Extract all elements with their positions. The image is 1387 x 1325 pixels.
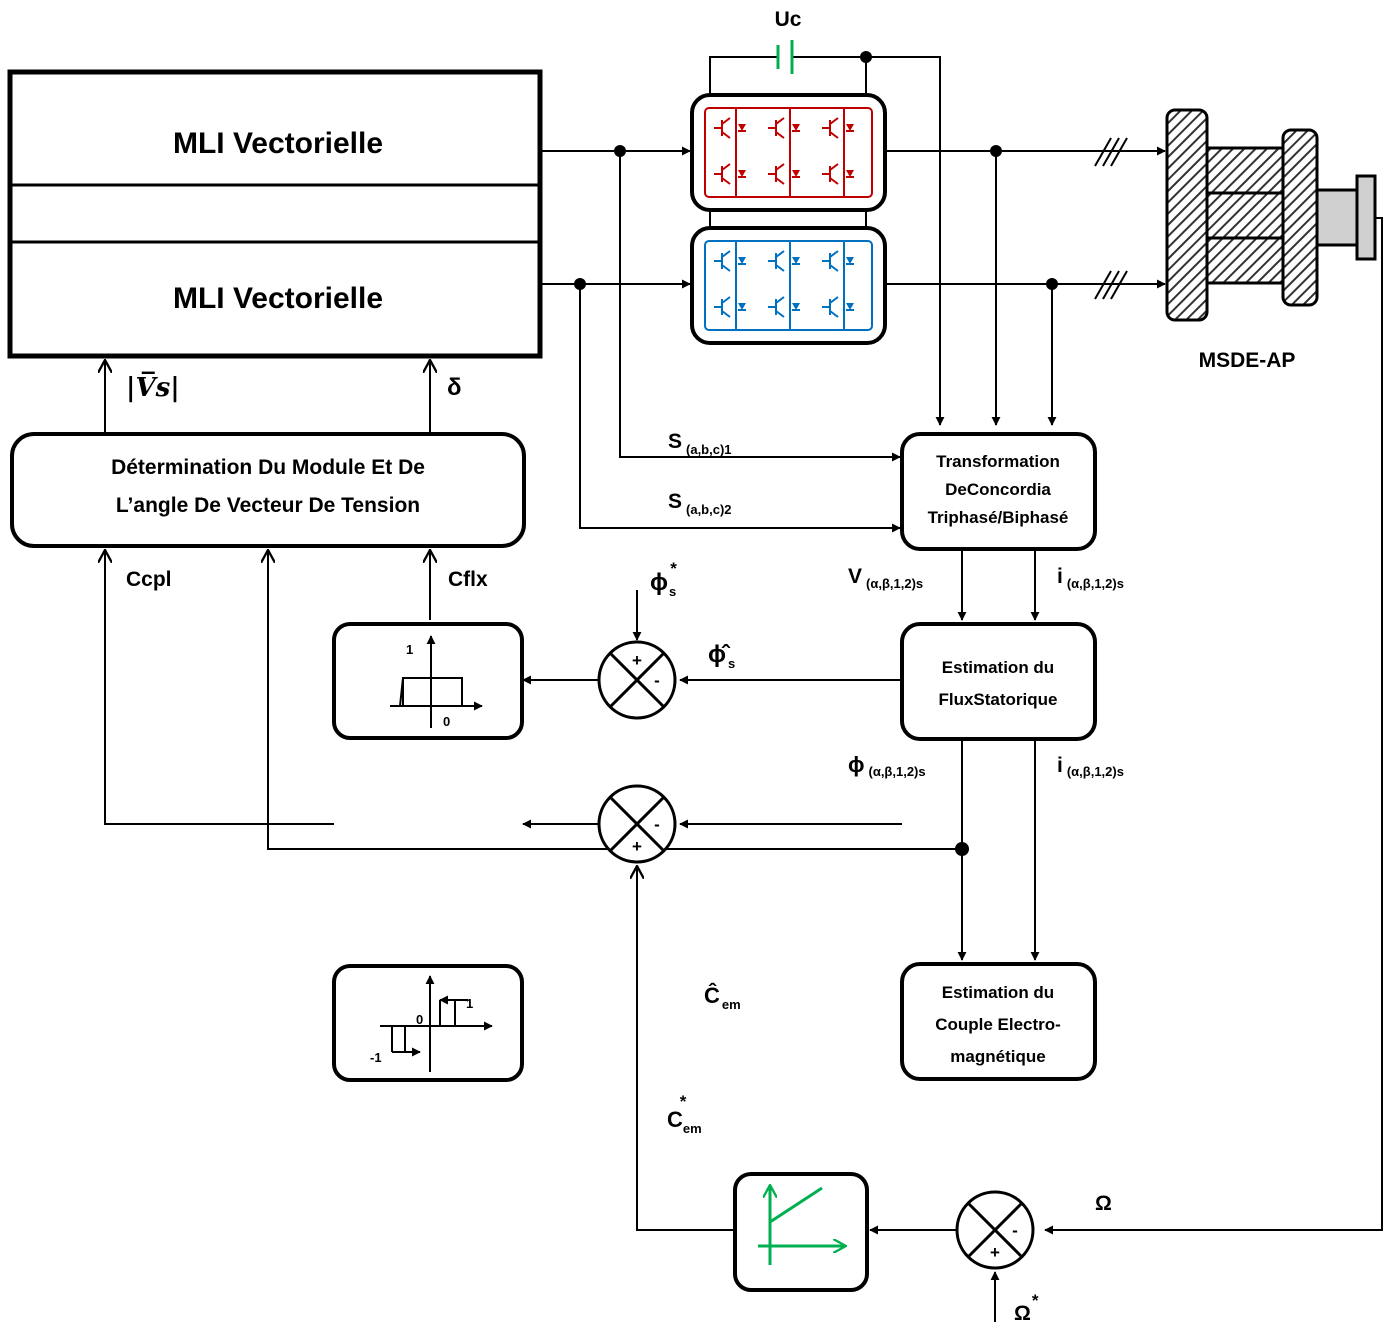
v-label: V(α,β,1,2)s <box>848 565 923 591</box>
i-output-label: i(α,β,1,2)s <box>1057 754 1124 779</box>
delta-label: δ <box>447 374 462 401</box>
omega-ref-label: Ω* <box>1014 1291 1039 1325</box>
cem-ref-label: Cem* <box>667 1092 702 1136</box>
flux-hyst-zero: 0 <box>443 714 450 729</box>
phi-ref-label: ϕs* <box>650 559 677 599</box>
torque-hyst-minus-one: -1 <box>370 1050 382 1065</box>
svg-text:+: + <box>990 1243 1000 1262</box>
torque-comparator: - + <box>597 784 677 864</box>
torque-hyst-zero: 0 <box>416 1012 423 1027</box>
flux-estimation-line-1: Estimation du <box>942 658 1054 677</box>
motor-msde-ap: MSDE-AP <box>1165 108 1377 372</box>
omega-label: Ω <box>1095 1192 1112 1215</box>
torque-hysteresis-block: 1 0 -1 <box>332 964 524 1082</box>
i-label: i(α,β,1,2)s <box>1057 565 1124 591</box>
torque-estimation-block <box>900 962 1097 1081</box>
determination-line-1: Détermination Du Module Et De <box>111 456 425 479</box>
s1-label: S(a,b,c)1 <box>668 430 732 457</box>
transformation-line-3: Triphasé/Biphasé <box>928 508 1069 527</box>
flux-estimation-line-2: FluxStatorique <box>938 690 1057 709</box>
flux-comparator: + - <box>597 640 677 720</box>
torque-estimation-line-3: magnétique <box>950 1047 1045 1066</box>
concordia-transform-block <box>900 432 1097 551</box>
svg-text:+: + <box>632 651 642 670</box>
mli-bottom-label: MLI Vectorielle <box>173 282 383 315</box>
phi-output-label: ϕ(α,β,1,2)s <box>848 752 926 779</box>
mli-block: MLI Vectorielle MLI Vectorielle <box>7 69 543 359</box>
torque-hyst-one: 1 <box>466 996 473 1011</box>
junction-dot <box>955 842 969 856</box>
flux-estimation-block <box>900 622 1097 741</box>
cflx-label: Cflx <box>448 568 488 591</box>
cem-ref-line <box>637 866 735 1231</box>
svg-text:-: - <box>1012 1221 1018 1240</box>
motor-label: MSDE-AP <box>1199 349 1296 372</box>
phi-hat-label: ϕ̂s <box>708 641 735 671</box>
phi-to-determination-line <box>268 550 962 850</box>
s2-label: S(a,b,c)2 <box>668 490 732 517</box>
svg-text:-: - <box>654 815 660 834</box>
transformation-line-1: Transformation <box>936 452 1060 471</box>
s2-feedback-line <box>579 284 901 533</box>
torque-estimation-line-1: Estimation du <box>942 983 1054 1002</box>
dc-bus: Uc <box>709 8 945 426</box>
svg-text:-: - <box>654 671 660 690</box>
determination-line-2: L’angle De Vecteur De Tension <box>116 494 420 517</box>
voltage-vector-block <box>10 432 526 548</box>
uc-label: Uc <box>775 8 802 31</box>
speed-feedback-line <box>1044 217 1383 1235</box>
inverter-2 <box>690 226 887 345</box>
s1-feedback-line <box>619 151 901 462</box>
torque-estimation-line-2: Couple Electro- <box>935 1015 1061 1034</box>
speed-comparator: - + <box>955 1190 1035 1270</box>
vs-label: |V̅s| <box>126 371 180 403</box>
mli-top-label: MLI Vectorielle <box>173 127 383 160</box>
ccpl-line <box>105 550 334 825</box>
inverter-1 <box>690 93 887 212</box>
flux-hyst-one: 1 <box>406 642 413 657</box>
transformation-line-2: DeConcordia <box>945 480 1051 499</box>
flux-hysteresis-block: 1 0 <box>332 622 524 740</box>
speed-pi-controller <box>733 1172 869 1292</box>
ccpl-label: Ccpl <box>126 568 172 591</box>
svg-text:+: + <box>632 837 642 856</box>
three-phase-marks <box>1094 137 1128 300</box>
